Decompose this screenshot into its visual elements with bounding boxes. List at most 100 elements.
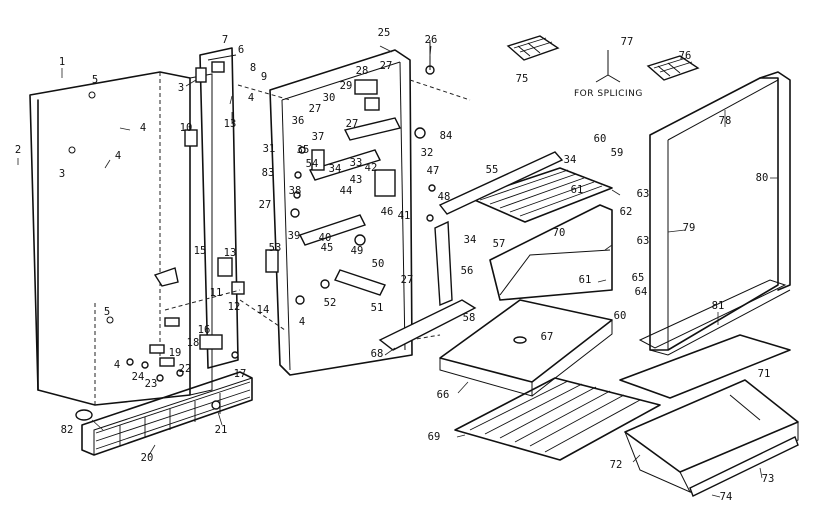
- part-label: 30: [322, 91, 336, 104]
- part-label: 15: [193, 244, 207, 257]
- part-label: 31: [262, 142, 276, 155]
- part-label: 27: [400, 273, 414, 286]
- liner-components: [265, 40, 436, 305]
- part-label: 68: [370, 347, 384, 360]
- part-label: 66: [436, 388, 450, 401]
- part-label: 61: [578, 273, 592, 286]
- part-label: 38: [288, 184, 302, 197]
- part-label: 20: [140, 451, 154, 464]
- hinge-strip: [184, 47, 291, 369]
- part-label: 14: [256, 303, 270, 316]
- part-label: 23: [144, 377, 158, 390]
- part-label: 2: [14, 143, 22, 156]
- part-label: 16: [197, 323, 211, 336]
- part-label: 5: [91, 73, 99, 86]
- part-label: 41: [397, 209, 411, 222]
- part-label: 32: [420, 146, 434, 159]
- door-assembly: [649, 71, 791, 356]
- shelf-rail: [434, 151, 564, 307]
- part-label: 54: [305, 157, 319, 170]
- part-label: 52: [323, 296, 337, 309]
- part-label: 60: [613, 309, 627, 322]
- part-label: 60: [593, 132, 607, 145]
- part-label: 27: [258, 198, 272, 211]
- part-label: 4: [139, 121, 147, 134]
- part-label: 22: [178, 362, 192, 375]
- part-label: 5: [103, 305, 111, 318]
- part-label: 21: [214, 423, 228, 436]
- part-label: 78: [718, 114, 732, 127]
- part-label: 8: [249, 61, 257, 74]
- part-label: 69: [427, 430, 441, 443]
- part-label: 34: [563, 153, 577, 166]
- tray-66: [439, 299, 613, 397]
- part-label: 40: [318, 231, 332, 244]
- part-label: 51: [370, 301, 384, 314]
- part-label: 29: [339, 79, 353, 92]
- part-label: 62: [619, 205, 633, 218]
- part-label: 65: [631, 271, 645, 284]
- part-label: 12: [227, 300, 241, 313]
- part-label: 11: [209, 286, 223, 299]
- bottom-grille: [75, 371, 253, 456]
- part-label: 4: [298, 315, 306, 328]
- part-label: 47: [426, 164, 440, 177]
- part-label: 6: [237, 43, 245, 56]
- part-label: 77: [620, 35, 634, 48]
- shelf-68: [378, 299, 477, 351]
- part-label: 3: [58, 167, 66, 180]
- part-label: 7: [221, 33, 229, 46]
- part-label: 13: [223, 246, 237, 259]
- lower-hardware: [126, 267, 241, 410]
- leader-lines: [17, 45, 778, 498]
- part-label: 24: [131, 370, 145, 383]
- part-label: 48: [437, 190, 451, 203]
- part-label: 4: [113, 358, 121, 371]
- part-label: 63: [636, 187, 650, 200]
- part-label: 37: [311, 130, 325, 143]
- part-label: 26: [424, 33, 438, 46]
- part-label: 50: [371, 257, 385, 270]
- part-label: 4: [114, 149, 122, 162]
- part-label: 58: [462, 311, 476, 324]
- ice-tray-76: [646, 55, 700, 81]
- part-label: 27: [308, 102, 322, 115]
- part-label: 3: [177, 81, 185, 94]
- part-label: 63: [636, 234, 650, 247]
- part-label: 43: [349, 173, 363, 186]
- part-label: 34: [328, 162, 342, 175]
- wire-shelf-69: [454, 377, 661, 461]
- part-label: 84: [439, 129, 453, 142]
- part-label: 83: [261, 166, 275, 179]
- part-label: 72: [609, 458, 623, 471]
- part-label: 57: [492, 237, 506, 250]
- part-label: 19: [168, 346, 182, 359]
- part-label: 27: [345, 117, 359, 130]
- part-label: 73: [761, 472, 775, 485]
- part-label: 53: [268, 241, 282, 254]
- part-label: 34: [463, 233, 477, 246]
- cabinet-side-panel: [29, 71, 213, 406]
- splice-connector: [595, 50, 621, 83]
- part-label: 59: [610, 146, 624, 159]
- part-label: 82: [60, 423, 74, 436]
- part-label: 44: [339, 184, 353, 197]
- inner-liner: [269, 49, 471, 376]
- part-label: 10: [179, 121, 193, 134]
- part-label: 35: [296, 143, 310, 156]
- part-label: 49: [350, 244, 364, 257]
- part-label: 75: [515, 72, 529, 85]
- part-label: 74: [719, 490, 733, 503]
- part-label: 39: [287, 229, 301, 242]
- crisper-drawer: [619, 334, 799, 497]
- wire-shelf-70: [469, 167, 613, 223]
- part-label: 70: [552, 226, 566, 239]
- part-label: 18: [186, 336, 200, 349]
- part-label: 4: [247, 91, 255, 104]
- part-label: 9: [260, 70, 268, 83]
- part-label: 28: [355, 64, 369, 77]
- door-gasket: [638, 279, 787, 349]
- part-label: 55: [485, 163, 499, 176]
